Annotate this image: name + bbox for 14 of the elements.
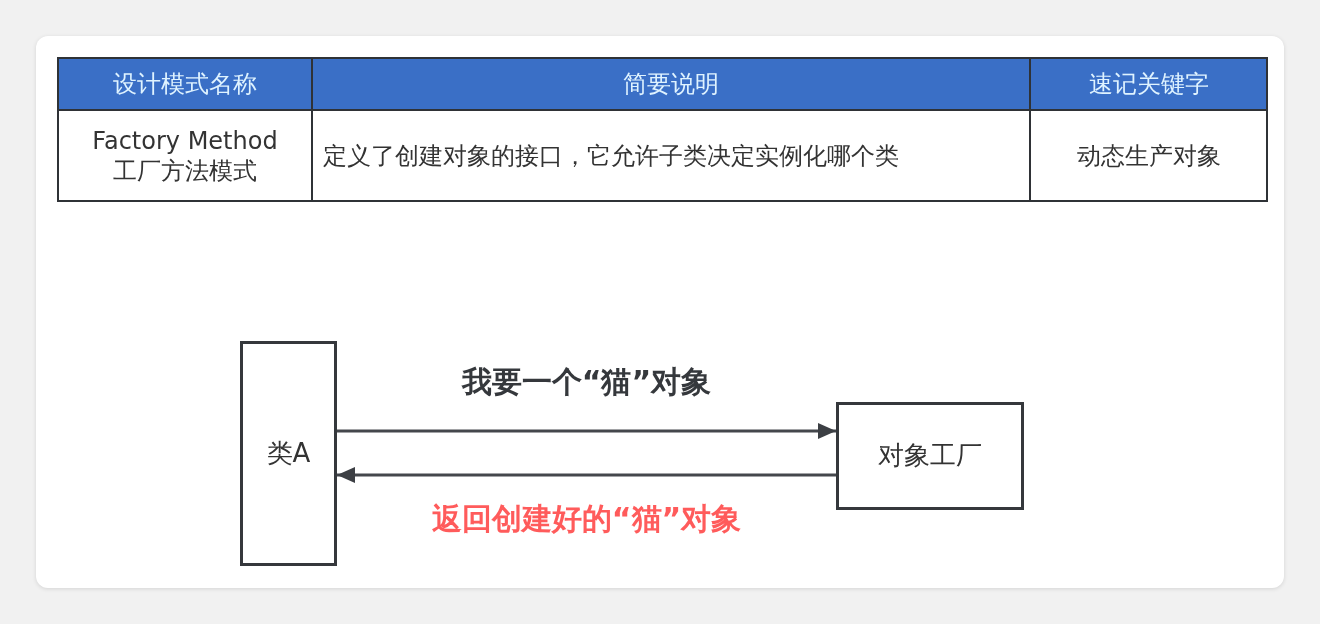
edge-label: 我要一个“猫”对象 [461, 364, 712, 400]
column-header: 简要说明 [312, 58, 1030, 110]
node-label: 类A [266, 437, 311, 470]
edge-label: 返回创建好的“猫”对象 [431, 501, 742, 537]
table-cell: 定义了创建对象的接口，它允许子类决定实例化哪个类 [312, 110, 1030, 201]
arrow [337, 423, 836, 439]
table-cell: 动态生产对象 [1030, 110, 1267, 201]
table-cell: Factory Method 工厂方法模式 [58, 110, 312, 201]
class-box [836, 402, 1024, 510]
column-header: 速记关键字 [1030, 58, 1267, 110]
arrow [337, 467, 836, 483]
node-label: 对象工厂 [878, 440, 982, 472]
column-header: 设计模式名称 [58, 58, 312, 110]
class-box [240, 341, 337, 566]
